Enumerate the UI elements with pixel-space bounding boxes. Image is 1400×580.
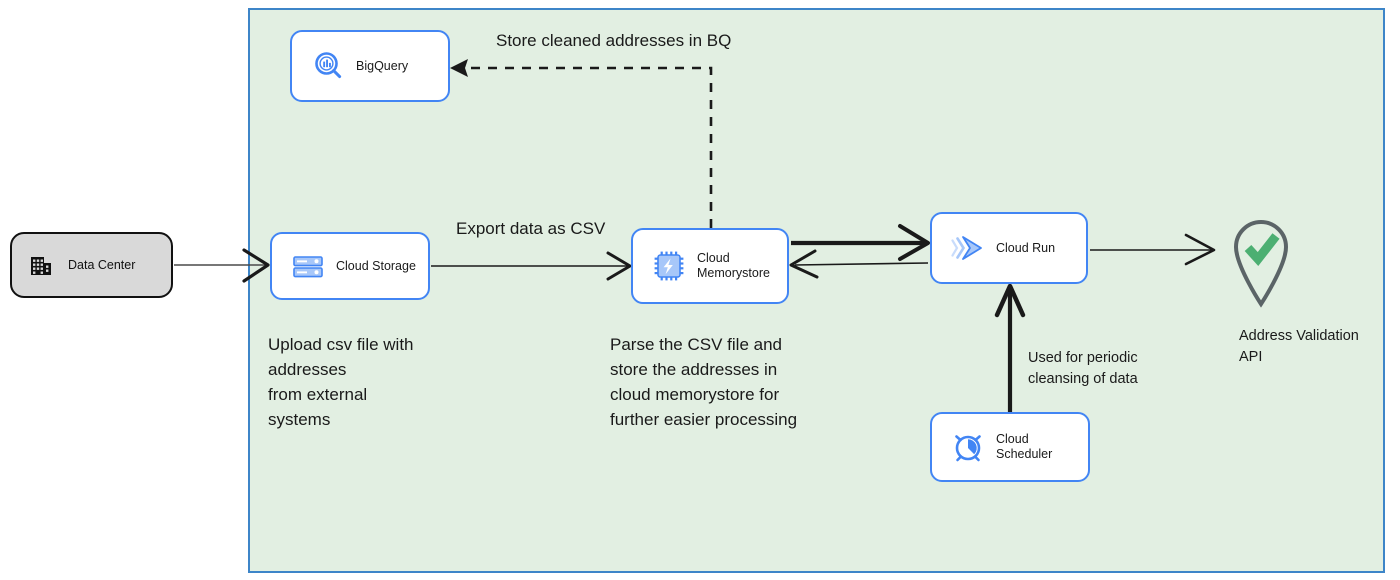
node-cloud-scheduler-label: Cloud Scheduler: [996, 432, 1053, 461]
edge-scheduler-to-cloudrun: [994, 283, 1026, 412]
edge-cloudrun-to-memorystore: [789, 249, 929, 279]
edge-label-store-cleaned-addresses: Store cleaned addresses in BQ: [496, 31, 732, 50]
edge-memorystore-to-cloudrun: [791, 224, 930, 261]
edge-datacenter-to-cloudstorage: [174, 248, 270, 283]
node-cloud-scheduler[interactable]: Cloud Scheduler: [930, 412, 1090, 482]
building-icon: [26, 250, 56, 280]
gcp-boundary-container: [248, 8, 1385, 573]
node-bigquery[interactable]: BigQuery: [290, 30, 450, 102]
memorystore-icon: [651, 248, 687, 284]
map-pin-check-icon: [1233, 220, 1289, 308]
node-cloud-run[interactable]: Cloud Run: [930, 212, 1088, 284]
node-cloud-run-label: Cloud Run: [996, 240, 1056, 255]
node-cloud-memorystore-label: Cloud Memorystore: [697, 251, 770, 280]
node-address-validation-api[interactable]: [1220, 208, 1302, 308]
bigquery-icon: [310, 48, 346, 84]
edge-cloudrun-to-addressapi: [1090, 233, 1216, 266]
edge-memorystore-to-bigquery-dashed: [450, 59, 713, 228]
node-cloud-memorystore[interactable]: Cloud Memorystore: [631, 228, 789, 304]
node-cloud-storage[interactable]: Cloud Storage: [270, 232, 430, 300]
node-bigquery-label: BigQuery: [356, 58, 409, 73]
edge-cloudstorage-to-memorystore: [431, 251, 632, 281]
cloud-storage-icon: [290, 248, 326, 284]
cloud-scheduler-icon: [950, 429, 986, 465]
node-datacenter-label: Data Center: [68, 258, 136, 272]
address-validation-api-label: Address Validation API: [1239, 328, 1359, 365]
edge-label-export-data-as-csv: Export data as CSV: [456, 219, 606, 238]
node-datacenter[interactable]: Data Center: [10, 232, 173, 298]
node-cloud-storage-label: Cloud Storage: [336, 258, 416, 273]
cloud-run-icon: [950, 230, 986, 266]
caption-parse-csv: Parse the CSV file and store the address…: [610, 335, 798, 429]
caption-upload-csv: Upload csv file with addresses from exte…: [268, 335, 414, 429]
edge-label-periodic-cleansing: Used for periodic cleansing of data: [1028, 350, 1138, 387]
